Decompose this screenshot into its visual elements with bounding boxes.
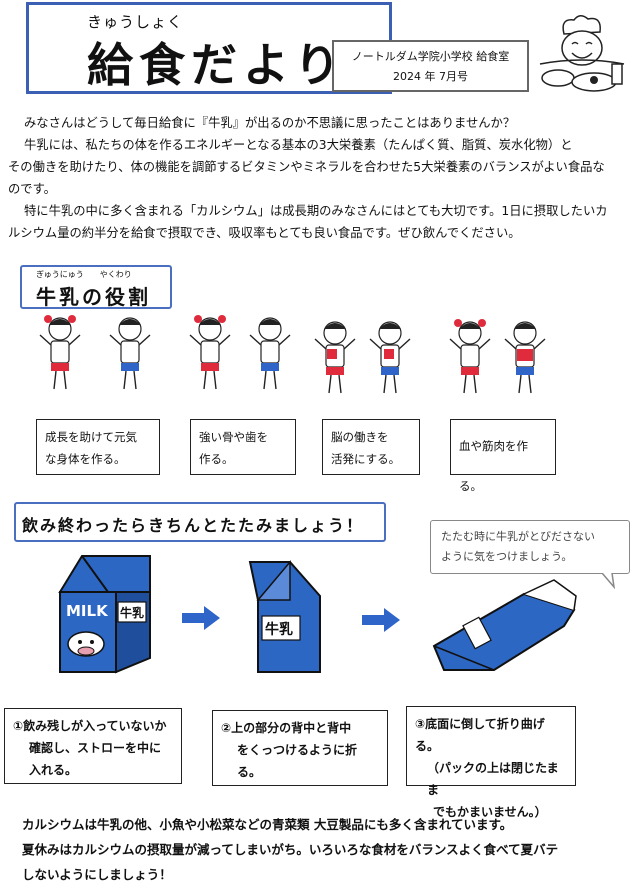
role-caption-4: 血や筋肉を作る。 <box>450 419 556 493</box>
intro-line-5: 特に牛乳の中に多く含まれる「カルシウム」は成長期のみなさんにはとても大切です。1… <box>24 204 608 218</box>
role-caption-3-line1: 脳の働きを <box>331 430 389 444</box>
footer-line1: カルシウムは牛乳の他、小魚や小松菜などの青菜類 大豆製品にも多く含まれています。 <box>22 817 513 832</box>
step-3-line3: でもかまいません。） <box>433 805 547 819</box>
step-1-line2: 確認し、ストローを中に <box>29 741 162 755</box>
title-box: きゅうしょく 給食だより <box>26 2 392 94</box>
bubble-line2: ように気をつけましょう。 <box>441 550 573 563</box>
page-title: 給食だより <box>87 38 347 92</box>
carton-milk-label: MILK <box>66 602 109 620</box>
step-3-line2: （パックの上は閉じたまま <box>427 761 559 797</box>
role-caption-3-line2: 活発にする。 <box>331 452 401 466</box>
intro-text: みなさんはどうして毎日給食に『牛乳』が出るのか不思議に思ったことはありませんか？… <box>8 112 634 244</box>
folded-carton-illustration: 牛乳 <box>248 559 321 673</box>
children-illustration <box>39 315 546 394</box>
footer-line2: 夏休みはカルシウムの摂取量が減ってしまいがち。いろいろな食材をバランスよく食べて… <box>22 842 559 857</box>
role-caption-3: 脳の働きを 活発にする。 <box>322 419 420 475</box>
fold-heading-box: 飲み終わったらきちんとたたみましょう！ <box>14 502 386 542</box>
bubble-line1: たたむ時に牛乳がとびださない <box>441 530 595 543</box>
milk-carton-illustration: MILK 牛乳 <box>58 555 151 674</box>
bubble-tail <box>601 573 616 589</box>
roles-heading-box: ぎゅうにゅう やくわり 牛乳の役割 <box>20 265 172 309</box>
role-caption-4-line1: 血や筋肉を作る。 <box>459 439 528 493</box>
footer-line3: しないようにしましょう！ <box>22 867 172 882</box>
issue-date: 2024 年 7月号 <box>393 70 468 83</box>
role-caption-2: 強い骨や歯を 作る。 <box>190 419 296 475</box>
school-name: ノートルダム学院小学校 給食室 <box>351 50 510 63</box>
role-caption-1: 成長を助けて元気 な身体を作る。 <box>36 419 160 475</box>
step-2-line3: る。 <box>237 765 262 779</box>
caution-bubble: たたむ時に牛乳がとびださない ように気をつけましょう。 <box>430 520 630 574</box>
fold-heading: 飲み終わったらきちんとたたみましょう！ <box>22 516 365 535</box>
step-3-line1: ③底面に倒して折り曲げる。 <box>415 717 545 753</box>
intro-line-6: ルシウム量の約半分を給食で摂取でき、吸収率もとても良い食品です。ぜひ飲んでくださ… <box>8 226 521 240</box>
chef-illustration <box>539 15 625 92</box>
role-caption-1-line2: な身体を作る。 <box>45 452 126 466</box>
step-2-line1: ②上の部分の背中と背中 <box>221 721 352 735</box>
carton-ja-label: 牛乳 <box>120 605 144 620</box>
role-caption-2-line2: 作る。 <box>199 452 234 466</box>
step-3-box: ③底面に倒して折り曲げる。 （パックの上は閉じたまま でもかまいません。） <box>406 706 576 819</box>
step-2-line2: をくっつけるように折 <box>237 743 358 757</box>
intro-line-4: のです。 <box>8 182 56 196</box>
intro-line-2: 牛乳には、私たちの体を作るエネルギーとなる基本の3大栄養素（たんぱく質、脂質、炭… <box>24 138 573 152</box>
intro-line-3: その働きを助けたり、体の機能を調節するビタミンやミネラルを合わせた5大栄養素のバ… <box>8 160 605 174</box>
step-1-box: ①飲み残しが入っていないか 確認し、ストローを中に 入れる。 <box>4 708 182 784</box>
issue-info-box: ノートルダム学院小学校 給食室 2024 年 7月号 <box>332 40 529 92</box>
role-caption-2-line1: 強い骨や歯を <box>199 430 268 444</box>
arrow-icon <box>182 606 220 630</box>
arrow-icon <box>362 608 400 632</box>
step-1-line3: 入れる。 <box>29 763 78 777</box>
flattened-carton-illustration <box>432 579 577 671</box>
step-1-line1: ①飲み残しが入っていないか <box>13 719 167 733</box>
step-2-box: ②上の部分の背中と背中 をくっつけるように折 る。 <box>212 710 388 786</box>
footer-text: カルシウムは牛乳の他、小魚や小松菜などの青菜類 大豆製品にも多く含まれています。… <box>22 812 634 887</box>
roles-ruby: ぎゅうにゅう やくわり <box>36 270 132 279</box>
title-ruby: きゅうしょく <box>87 13 184 31</box>
intro-line-1: みなさんはどうして毎日給食に『牛乳』が出るのか不思議に思ったことはありませんか？ <box>24 116 516 130</box>
roles-heading: 牛乳の役割 <box>36 285 151 309</box>
carton-2-ja-label: 牛乳 <box>265 621 293 638</box>
role-caption-1-line1: 成長を助けて元気 <box>45 430 137 444</box>
